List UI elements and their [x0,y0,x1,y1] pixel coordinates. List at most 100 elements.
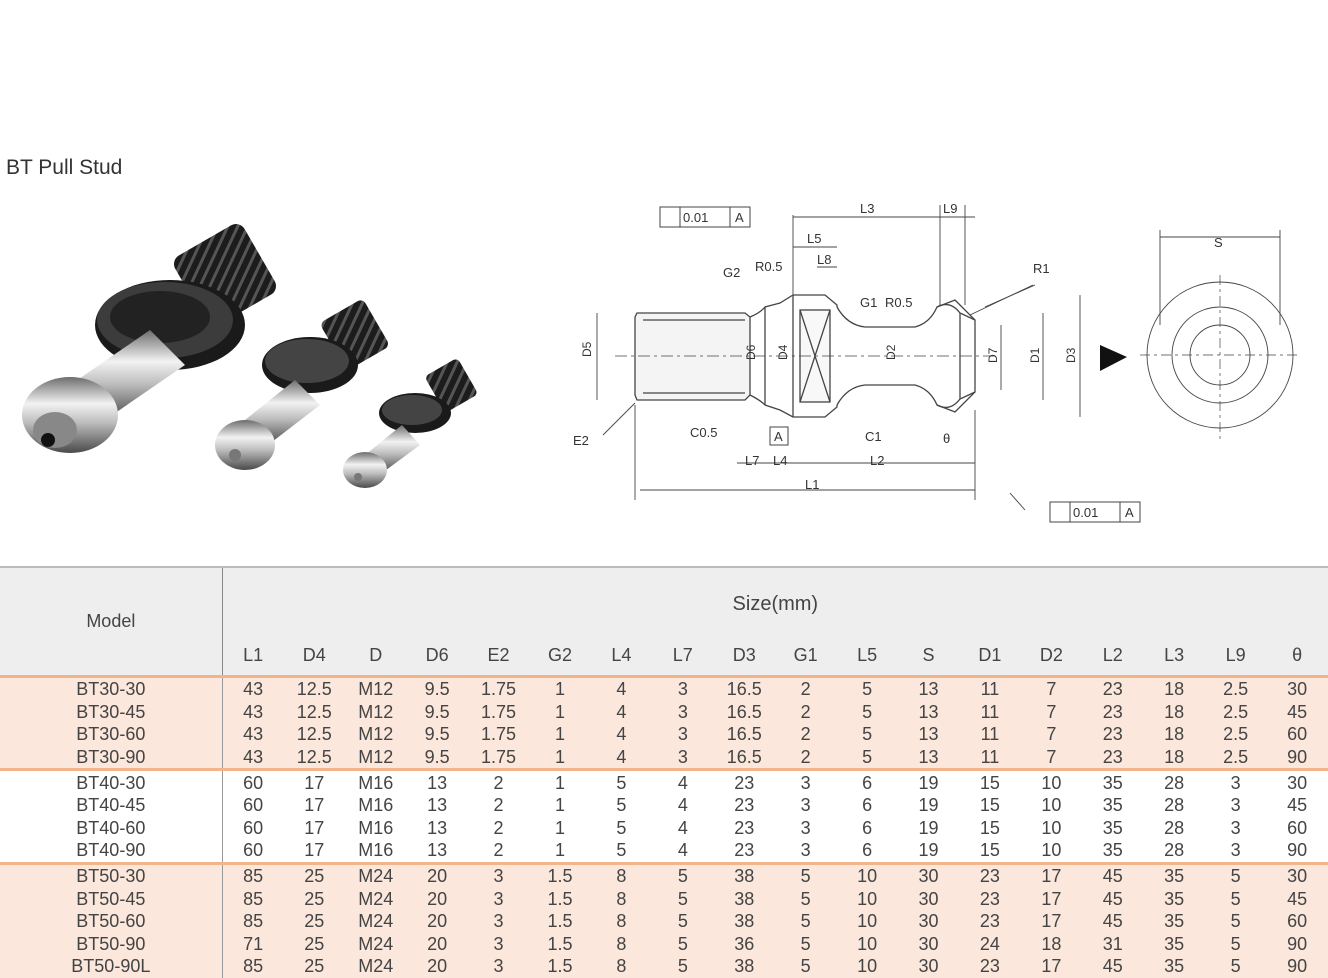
size-cell: 38 [713,863,775,888]
size-cell: 60 [222,816,284,840]
size-cell: 16.5 [713,700,775,724]
dim-D4: D4 [776,344,790,360]
size-cell: 20 [406,932,468,956]
dim-D1: D1 [1028,347,1042,363]
model-cell: BT40-45 [0,793,223,817]
size-cell: 11 [959,745,1021,772]
size-cell: 2 [774,700,837,724]
size-cell: 1.75 [467,723,530,746]
model-cell: BT30-90 [0,745,223,772]
size-cell: 4 [652,839,714,865]
size-cell: 10 [836,932,898,956]
size-cell: 1.5 [529,863,591,888]
size-cell: 11 [959,723,1021,746]
size-cell: 35 [1143,932,1205,956]
size-cell: 90 [1266,839,1328,865]
size-cell: 23 [959,863,1021,888]
view-arrow-icon [1100,345,1127,371]
size-cell: 3 [1204,816,1267,840]
size-cell: M12 [345,723,407,746]
size-cell: 5 [652,863,714,888]
size-cell: 5 [774,863,837,888]
size-cell: 1.5 [529,909,591,933]
size-cell: 35 [1082,769,1144,794]
size-cell: 23 [713,769,775,794]
size-cell: 1 [529,769,591,794]
size-cell: 60 [222,793,284,817]
size-cell: 13 [897,745,960,772]
size-cell: 19 [897,793,960,817]
column-header: G2 [529,635,591,678]
size-cell: 2 [467,839,530,865]
size-cell: 3 [652,723,714,746]
size-cell: 1 [529,839,591,865]
size-cell: 6 [836,816,898,840]
size-cell: 10 [836,863,898,888]
size-cell: M24 [345,909,407,933]
model-cell: BT50-30 [0,863,223,888]
size-cell: 10 [836,909,898,933]
size-cell: 1.5 [529,955,591,978]
size-cell: 19 [897,816,960,840]
column-header: D [345,635,407,678]
size-cell: 4 [652,816,714,840]
size-cell: 30 [897,909,960,933]
size-cell: 23 [959,887,1021,910]
size-cell: 23 [1082,723,1144,746]
size-cell: 5 [836,745,898,772]
size-cell: 23 [1082,674,1144,701]
size-cell: 3 [652,674,714,701]
size-cell: 1.75 [467,674,530,701]
size-cell: 23 [959,909,1021,933]
size-cell: 45 [1266,700,1328,724]
page-title: BT Pull Stud [6,156,123,179]
column-header: G1 [774,635,837,678]
size-cell: 5 [1204,955,1267,978]
tolerance-bottom-datum: A [1125,505,1134,520]
size-cell: 1 [529,745,591,772]
size-cell: 23 [713,839,775,865]
dim-L8: L8 [817,252,831,267]
model-cell: BT50-90 [0,932,223,956]
column-header: D4 [283,635,345,678]
size-cell: 4 [590,674,653,701]
size-cell: 5 [652,909,714,933]
size-cell: 36 [713,932,775,956]
size-cell: 10 [836,955,898,978]
size-cell: 1.75 [467,700,530,724]
size-cell: 45 [1266,793,1328,817]
size-cell: 8 [590,909,653,933]
size-cell: 4 [652,793,714,817]
column-header: L4 [590,635,653,678]
size-cell: 15 [959,793,1021,817]
dim-D7: D7 [986,347,1000,363]
size-cell: 18 [1143,723,1205,746]
size-cell: 28 [1143,769,1205,794]
size-cell: 28 [1143,816,1205,840]
size-cell: 5 [590,793,653,817]
size-cell: 85 [222,955,284,978]
size-cell: 13 [406,839,468,865]
size-cell: 10 [836,887,898,910]
column-header: θ [1266,635,1328,678]
size-cell: 71 [222,932,284,956]
column-header: L5 [836,635,898,678]
size-cell: M16 [345,839,407,865]
label-C05: C0.5 [690,425,717,440]
size-cell: 20 [406,909,468,933]
size-cell: 35 [1143,955,1205,978]
size-cell: 30 [1266,769,1328,794]
size-cell: 9.5 [406,745,468,772]
size-cell: 11 [959,700,1021,724]
size-cell: 2.5 [1204,700,1267,724]
size-cell: 3 [774,816,837,840]
size-cell: 5 [1204,863,1267,888]
dim-L1: L1 [805,477,819,492]
tolerance-top-value: 0.01 [683,210,708,225]
size-cell: 17 [283,816,345,840]
